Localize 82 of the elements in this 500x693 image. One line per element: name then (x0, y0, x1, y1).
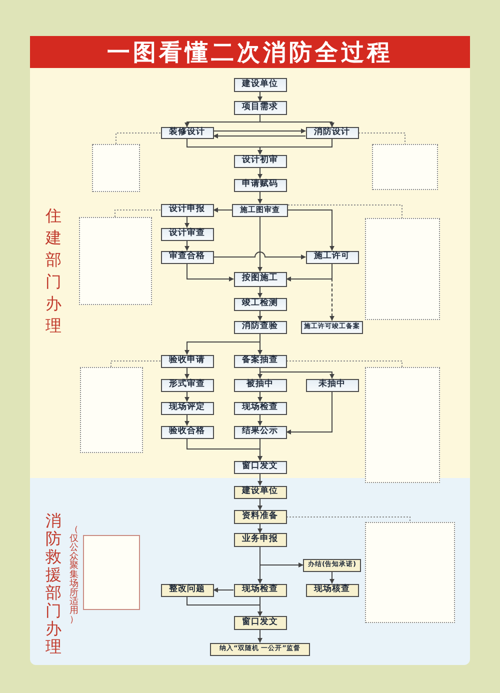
process-box: 申请赋码 (234, 178, 286, 192)
arrow (184, 240, 190, 251)
list-box (82, 534, 140, 610)
arrow (186, 263, 234, 282)
arrow (258, 473, 262, 486)
process-box: 设计申报 (160, 204, 214, 216)
process-box: 建设单位 (234, 78, 286, 92)
leader-line (116, 132, 161, 144)
leader-line (358, 132, 406, 144)
process-box: 形式审查 (160, 378, 214, 392)
arrow (213, 588, 234, 592)
arrow (258, 191, 262, 204)
arrow (258, 310, 262, 321)
arrow (258, 596, 262, 616)
process-box: 资料准备 (234, 510, 286, 524)
list-box (78, 217, 152, 305)
arrow (213, 208, 232, 212)
process-box: 备案抽查 (234, 354, 286, 368)
arrow (213, 134, 306, 138)
list-box (80, 367, 142, 453)
arrow (258, 333, 262, 355)
list-box (364, 218, 440, 320)
process-box: 未抽中 (306, 378, 358, 392)
process-box: 整改问题 (160, 584, 214, 596)
arrow (213, 252, 306, 260)
arrow (184, 216, 190, 228)
arrow (184, 414, 190, 426)
process-box: 竣工检测 (234, 298, 286, 310)
section-label: 消防救援部门办理 (45, 512, 62, 656)
process-box: 审查合格 (160, 250, 214, 264)
process-box: 窗口发文 (234, 460, 286, 474)
arrow (330, 571, 334, 584)
arrow (258, 167, 262, 179)
process-box: 验收申请 (160, 354, 214, 368)
list-box (365, 522, 455, 622)
process-box: 消防设计 (306, 127, 358, 139)
process-box: 装修设计 (160, 127, 214, 139)
process-box: 窗口发文 (234, 616, 286, 630)
process-box: 现场检查 (234, 584, 286, 596)
arrow (258, 498, 262, 510)
process-box: 项目需求 (234, 101, 286, 115)
process-box: 现场检查 (234, 402, 286, 414)
leader-line (286, 360, 402, 368)
list-box (364, 367, 440, 483)
arrow (258, 286, 262, 298)
arrow (258, 524, 262, 534)
process-box: 现场评定 (160, 402, 214, 414)
section-label: 住建部门办理 (45, 205, 62, 337)
section-note: （仅公众聚集场所适用） (69, 526, 79, 625)
process-box: 被抽中 (234, 378, 286, 392)
leader-line (286, 516, 410, 522)
process-box: 现场核查 (306, 584, 358, 596)
arrow (184, 391, 190, 402)
arrow (258, 138, 332, 155)
arrow (286, 391, 332, 434)
process-box: 结果公示 (234, 426, 286, 438)
arrow (258, 546, 262, 584)
process-box: 建设单位 (234, 486, 286, 498)
arrow (258, 92, 262, 102)
leader-line (288, 204, 402, 218)
list-box (92, 144, 140, 192)
arrow (184, 367, 190, 379)
process-box: 验收合格 (160, 426, 214, 438)
title-banner: 一图看懂二次消防全过程 (30, 36, 470, 68)
process-box: 业务申报 (234, 533, 286, 547)
leader-line (110, 360, 161, 368)
arrow (258, 438, 262, 461)
arrow (213, 128, 306, 134)
leader-line (114, 210, 161, 218)
arrow (258, 216, 262, 272)
process-box: 按图施工 (234, 272, 286, 286)
arrow (288, 210, 334, 251)
arrow (258, 391, 262, 402)
arrow (258, 630, 262, 643)
process-box: 施工许可 (306, 250, 358, 264)
process-box: 消防查验 (234, 320, 286, 334)
process-box: 设计初审 (234, 154, 286, 168)
arrow (260, 114, 334, 128)
process-box: 设计审查 (160, 228, 214, 240)
list-box (372, 144, 438, 190)
arrow (330, 263, 334, 321)
arrow (258, 414, 262, 426)
